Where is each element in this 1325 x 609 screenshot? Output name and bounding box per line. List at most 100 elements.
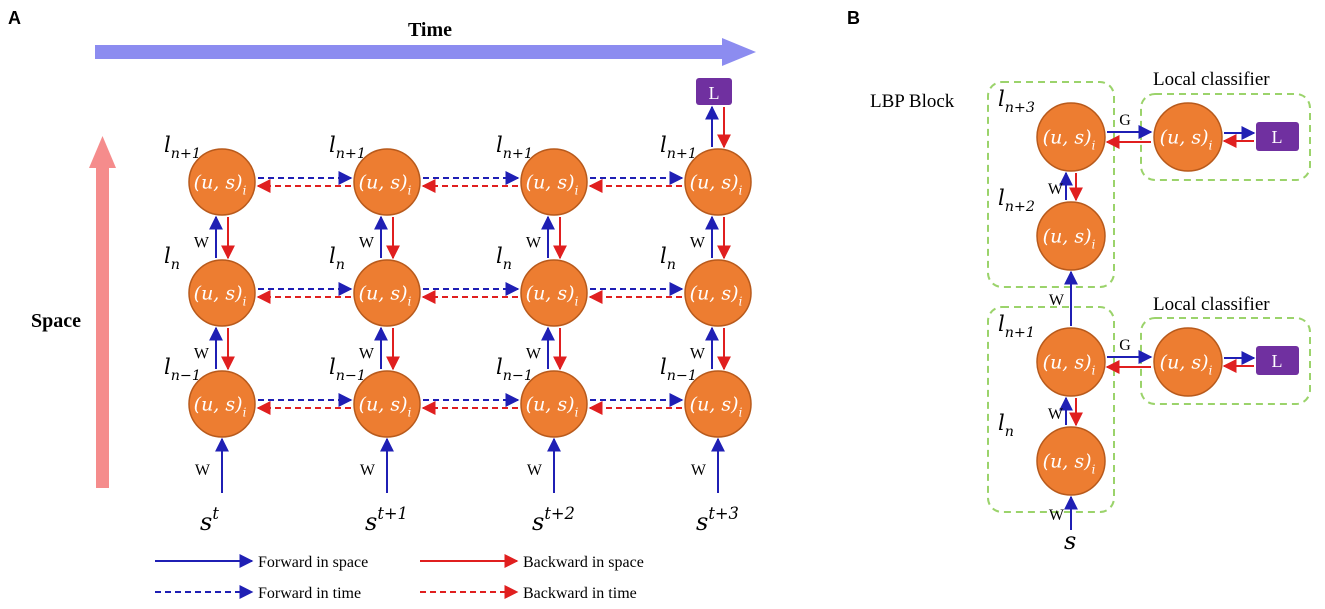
local-classifier-label-top: Local classifier [1153, 69, 1270, 90]
node-label: (u, s)i [526, 172, 579, 198]
node-subscript: i [1092, 462, 1096, 476]
lbp-block-top [987, 81, 1115, 288]
node-label: (u, s)i [359, 172, 412, 198]
weight-label: W [1048, 406, 1064, 423]
block-node: (u, s)i [1036, 426, 1106, 496]
node-subscript: i [243, 183, 247, 197]
block-node: (u, s)i [1036, 327, 1106, 397]
node: (u, s)i [353, 370, 421, 438]
layer-label: ln+1 [496, 133, 533, 162]
node-subscript: i [739, 405, 743, 419]
space-axis-arrow [89, 136, 116, 488]
panel-b-loss-label-bottom: L [1272, 351, 1283, 371]
local-classifier-label-bottom: Local classifier [1153, 294, 1270, 315]
node-subscript: i [1209, 363, 1213, 377]
g-label: G [1119, 337, 1131, 354]
panel-b-loss-box-top: L [1256, 122, 1299, 151]
node: (u, s)i [684, 259, 752, 327]
layer-label: ln [998, 411, 1014, 440]
input-label: st+2 [532, 504, 575, 536]
weight-label: W [359, 346, 375, 363]
panel-b-nodes: (u, s)i (u, s)i (u, s)i (u, s)i (u, s)i (u, s… [1036, 102, 1223, 496]
layer-label: ln+3 [998, 87, 1035, 116]
node: (u, s)i [188, 259, 256, 327]
layer-label: ln [660, 244, 676, 273]
panel-a-nodes: (u, s)i (u, s)i (u, s)i (u, s)i (u, s)i (u, s… [188, 148, 752, 438]
weight-label: W [526, 346, 542, 363]
legend-backward-time: Backward in time [523, 585, 637, 602]
lbp-block-label: LBP Block [870, 91, 955, 112]
weight-label: W [527, 462, 543, 479]
node: (u, s)i [684, 148, 752, 216]
node-label: (u, s)i [526, 394, 579, 420]
node: (u, s)i [353, 259, 421, 327]
node-subscript: i [1092, 138, 1096, 152]
block-node: (u, s)i [1036, 102, 1106, 172]
node-label: (u, s)i [194, 172, 247, 198]
time-label: Time [408, 19, 452, 41]
weight-label: W [195, 462, 211, 479]
legend-forward-time: Forward in time [258, 585, 361, 602]
node-subscript: i [739, 183, 743, 197]
node-subscript: i [739, 294, 743, 308]
panel-b-loss-label-top: L [1272, 127, 1283, 147]
weight-label: W [691, 462, 707, 479]
weight-label: W [1048, 181, 1064, 198]
node-label: (u, s)i [690, 172, 743, 198]
node-subscript: i [1209, 138, 1213, 152]
layer-label: ln+1 [164, 133, 201, 162]
node: (u, s)i [520, 370, 588, 438]
panel-a-loss-label: L [709, 83, 720, 103]
weight-label: W [1049, 507, 1065, 524]
time-axis-arrow [95, 38, 756, 66]
weight-label: W [194, 235, 210, 252]
node-label: (u, s)i [1043, 127, 1096, 153]
weight-label: W [690, 346, 706, 363]
node: (u, s)i [188, 148, 256, 216]
weight-label: W [194, 346, 210, 363]
node-label: (u, s)i [359, 394, 412, 420]
node: (u, s)i [520, 259, 588, 327]
node-label: (u, s)i [194, 283, 247, 309]
panel-b-loss-box-bottom: L [1256, 346, 1299, 375]
node-subscript: i [408, 405, 412, 419]
node-subscript: i [408, 183, 412, 197]
panel-a-loss-box: L [696, 78, 732, 105]
node-label: (u, s)i [1043, 352, 1096, 378]
node-label: (u, s)i [526, 283, 579, 309]
node-subscript: i [575, 405, 579, 419]
node-subscript: i [575, 294, 579, 308]
node-label: (u, s)i [1043, 226, 1096, 252]
layer-label: ln+1 [329, 133, 366, 162]
node-label: (u, s)i [359, 283, 412, 309]
layer-label: ln [329, 244, 345, 273]
space-label: Space [31, 310, 81, 332]
legend-forward-space: Forward in space [258, 554, 368, 571]
layer-label: ln [496, 244, 512, 273]
panel-a-labels: WWWstln+1lnln−1WWWst+1ln+1lnln−1WWWst+2l… [164, 133, 739, 536]
node-label: (u, s)i [1043, 451, 1096, 477]
node-label: (u, s)i [1160, 127, 1213, 153]
weight-label: W [359, 235, 375, 252]
input-label: s [1064, 527, 1076, 555]
lbp-block-bottom [987, 306, 1115, 513]
classifier-node: (u, s)i [1153, 327, 1223, 397]
layer-label: ln [164, 244, 180, 273]
input-label: st [200, 504, 219, 536]
node-subscript: i [243, 405, 247, 419]
g-label: G [1119, 112, 1131, 129]
node: (u, s)i [684, 370, 752, 438]
node: (u, s)i [520, 148, 588, 216]
panel-a-letter: A [8, 8, 21, 28]
input-label: st+1 [365, 504, 408, 536]
input-label: st+3 [696, 504, 739, 536]
panel-b-edges [1059, 125, 1256, 530]
node-subscript: i [575, 183, 579, 197]
node-label: (u, s)i [690, 283, 743, 309]
panel-b-letter: B [847, 8, 860, 28]
node-subscript: i [1092, 363, 1096, 377]
panel-a-edges [209, 105, 731, 493]
block-node: (u, s)i [1036, 201, 1106, 271]
